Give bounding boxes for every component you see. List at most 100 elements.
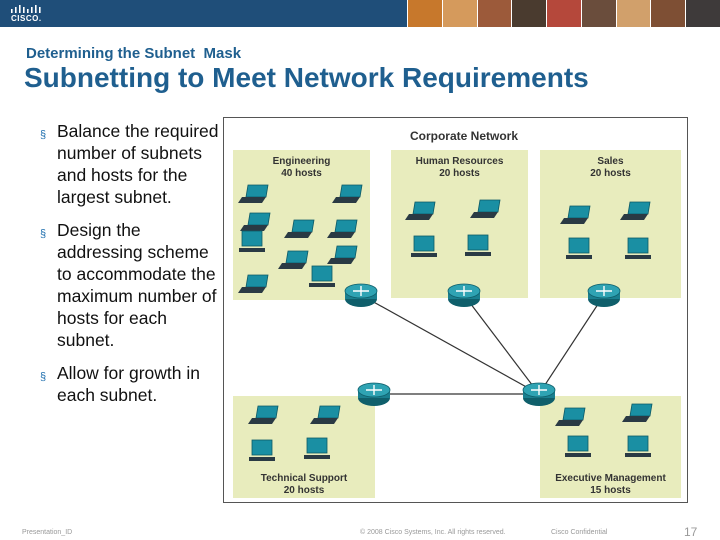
keyboard bbox=[625, 453, 651, 457]
laptop-base bbox=[622, 416, 650, 422]
laptop-screen bbox=[562, 407, 586, 421]
desktop-pc-icon bbox=[249, 439, 275, 461]
monitor-screen bbox=[306, 437, 328, 454]
bullet-marker-icon: § bbox=[40, 228, 47, 240]
laptop-base bbox=[405, 214, 433, 220]
bullet-item: §Balance the required number of subnets … bbox=[40, 120, 225, 208]
router-arrows bbox=[456, 286, 472, 296]
bullet-item: § Allow for growth in each subnet. bbox=[40, 362, 225, 406]
router-icon bbox=[587, 283, 621, 307]
laptop-screen bbox=[255, 405, 279, 419]
bullet-text: Balance the required number of subnets a… bbox=[57, 121, 219, 207]
laptop-screen bbox=[567, 205, 591, 219]
laptop-base bbox=[310, 418, 338, 424]
zone-name: Engineering bbox=[273, 156, 331, 167]
monitor-screen bbox=[413, 235, 435, 252]
header-photo bbox=[511, 0, 547, 27]
zone-box bbox=[540, 396, 681, 498]
laptop-screen bbox=[317, 405, 341, 419]
laptop-screen bbox=[247, 212, 271, 226]
keyboard bbox=[465, 252, 491, 256]
keyboard bbox=[239, 248, 265, 252]
monitor-screen bbox=[568, 237, 590, 254]
desktop-pc-icon bbox=[304, 437, 330, 459]
laptop-icon bbox=[248, 405, 279, 424]
link-group bbox=[360, 294, 605, 395]
header-photo bbox=[615, 0, 651, 27]
laptop-icon bbox=[332, 184, 363, 203]
network-link bbox=[538, 294, 605, 395]
bullet-text: Allow for growth in each subnet. bbox=[57, 363, 200, 405]
laptop-icon bbox=[240, 212, 271, 231]
keyboard bbox=[249, 457, 275, 461]
monitor-screen bbox=[311, 265, 333, 282]
laptop-base bbox=[470, 212, 498, 218]
router-icon bbox=[357, 382, 391, 406]
laptop-icon bbox=[622, 403, 653, 422]
router-arrows bbox=[366, 385, 382, 395]
monitor-screen bbox=[627, 435, 649, 452]
laptop-screen bbox=[477, 199, 501, 213]
monitor-screen bbox=[467, 234, 489, 251]
footer-presentation-id: Presentation_ID bbox=[22, 529, 73, 536]
laptop-screen bbox=[285, 250, 309, 264]
desktop-pc-icon bbox=[465, 234, 491, 256]
desktop-pc-icon bbox=[565, 435, 591, 457]
router-icon bbox=[522, 382, 556, 406]
logo-text: CISCO. bbox=[11, 14, 42, 23]
laptop-icon bbox=[238, 184, 269, 203]
zone-box bbox=[391, 150, 528, 298]
laptop-icon bbox=[284, 219, 315, 238]
laptop-icon bbox=[310, 405, 341, 424]
laptop-icon bbox=[327, 245, 358, 264]
laptop-screen bbox=[291, 219, 315, 233]
slide-title: Subnetting to Meet Network Requirements bbox=[24, 62, 589, 93]
laptop-icon bbox=[238, 274, 269, 293]
header-photo bbox=[650, 0, 686, 27]
header-bar: CISCO. bbox=[0, 0, 720, 27]
zone-name: Technical Support bbox=[261, 473, 348, 484]
laptop-base bbox=[238, 197, 266, 203]
router-arrows bbox=[531, 385, 547, 395]
laptop-screen bbox=[334, 245, 358, 259]
router-icon bbox=[344, 283, 378, 307]
keyboard bbox=[411, 253, 437, 257]
monitor-screen bbox=[241, 230, 263, 247]
zone-name: Sales bbox=[597, 156, 624, 167]
laptop-screen bbox=[339, 184, 363, 198]
laptop-screen bbox=[412, 201, 436, 215]
page-number: 17 bbox=[684, 525, 698, 539]
cisco-logo-icon bbox=[11, 5, 41, 13]
laptop-screen bbox=[245, 184, 269, 198]
laptop-base bbox=[620, 214, 648, 220]
diagram-title: Corporate Network bbox=[410, 129, 518, 143]
laptop-icon bbox=[327, 219, 358, 238]
header-photo bbox=[546, 0, 581, 27]
laptop-icon bbox=[405, 201, 436, 220]
header-photo bbox=[476, 0, 512, 27]
laptop-base bbox=[560, 218, 588, 224]
footer-confidential: Cisco Confidential bbox=[551, 529, 608, 536]
laptop-screen bbox=[245, 274, 269, 288]
laptop-screen bbox=[629, 403, 653, 417]
keyboard bbox=[309, 283, 335, 287]
laptop-icon bbox=[555, 407, 586, 426]
laptop-icon bbox=[560, 205, 591, 224]
laptop-screen bbox=[334, 219, 358, 233]
bullet-marker-icon: § bbox=[40, 371, 47, 383]
bullet-list: § Balance the required number of subnets … bbox=[40, 120, 225, 417]
bullet-text: Design the addressing scheme to accommod… bbox=[57, 220, 217, 350]
monitor-screen bbox=[251, 439, 273, 456]
laptop-base bbox=[555, 420, 583, 426]
network-link bbox=[360, 294, 540, 395]
keyboard bbox=[304, 455, 330, 459]
laptop-base bbox=[278, 263, 306, 269]
bullet-item: § Design the addressing scheme to accommo… bbox=[40, 219, 225, 351]
zone-hosts: 40 hosts bbox=[281, 168, 322, 179]
header-photo bbox=[685, 0, 720, 27]
desktop-pc-icon bbox=[239, 230, 265, 252]
keyboard bbox=[565, 453, 591, 457]
